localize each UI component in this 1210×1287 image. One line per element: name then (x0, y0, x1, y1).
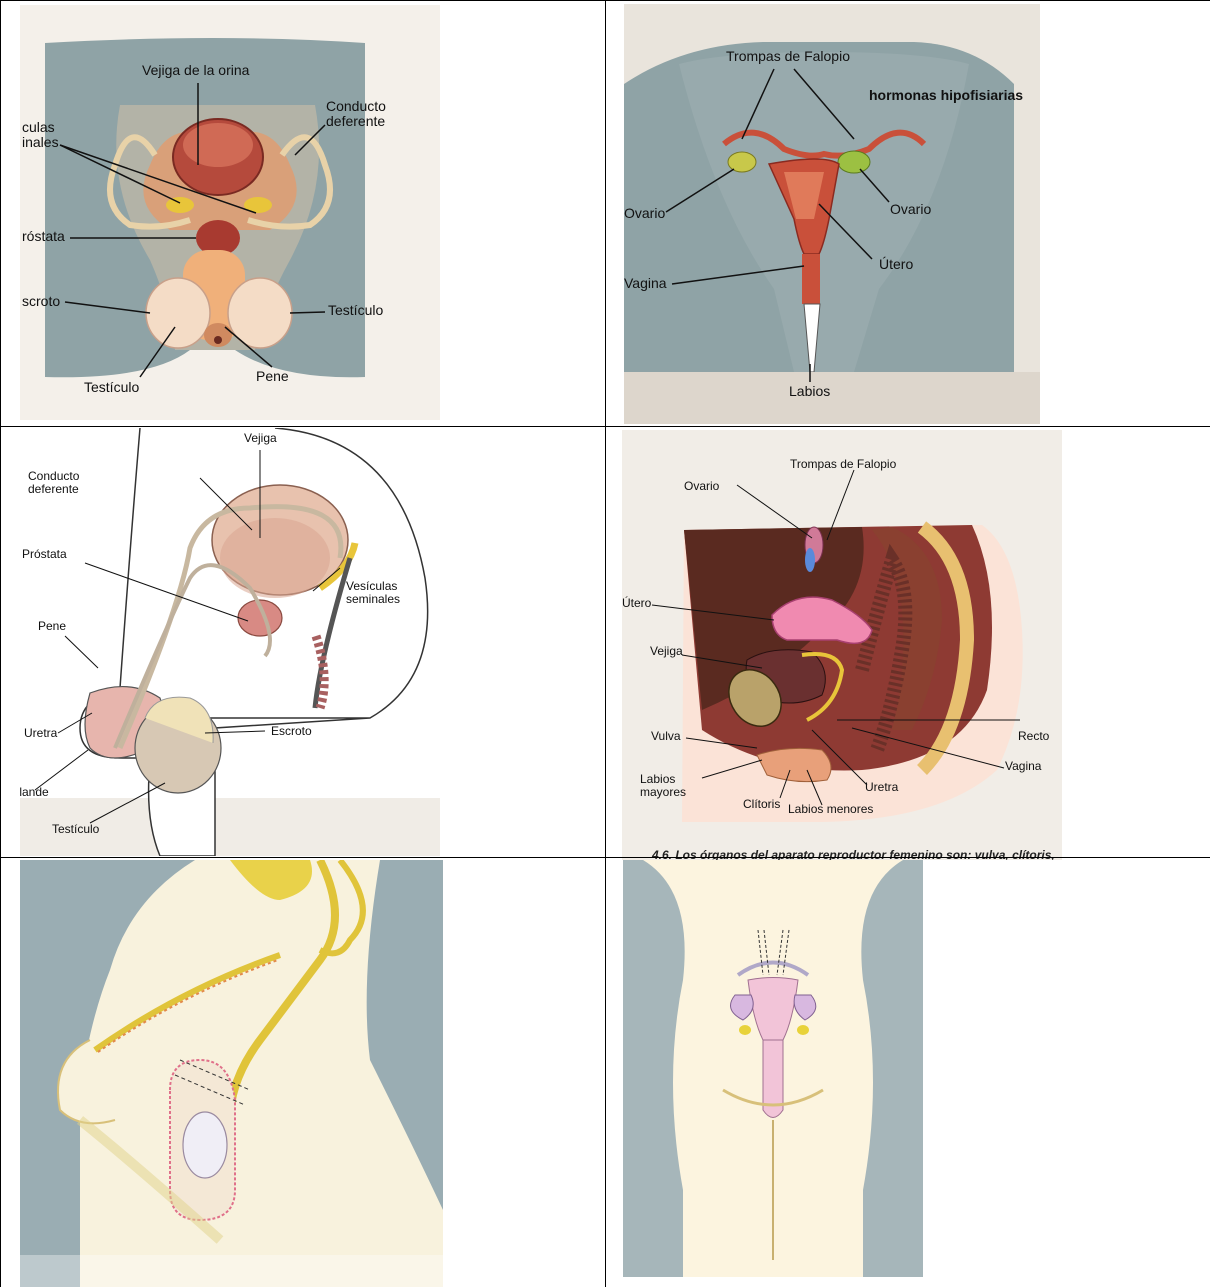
label-uretra-side: Uretra (865, 781, 898, 794)
label-vulva: Vulva (651, 730, 681, 743)
label-escroto-side: Escroto (271, 725, 312, 738)
label-pene-side: Pene (38, 620, 66, 633)
label-prostata: róstata (22, 229, 65, 244)
label-testiculo-left: Testículo (84, 380, 139, 395)
label-testiculo-side: Testículo (52, 823, 99, 836)
label-clitoris: Clítoris (743, 798, 780, 811)
label-utero: Útero (879, 257, 913, 272)
label-pene: Pene (256, 369, 289, 384)
label-prostata-side: Próstata (22, 548, 67, 561)
panel-female-front: Trompas de Falopio hormonas hipofisiaria… (624, 4, 1040, 424)
label-vejiga: Vejiga (244, 432, 277, 445)
male-side-unlabeled-illustration (20, 860, 443, 1287)
label-vagina-side: Vagina (1005, 760, 1041, 773)
grid-line-left (0, 0, 1, 1287)
grid-line-middle (605, 0, 606, 1287)
label-escroto: scroto (22, 294, 60, 309)
label-testiculo-right: Testículo (328, 303, 383, 318)
panel-female-side: Trompas de Falopio Ovario Útero Vejiga V… (622, 430, 1062, 860)
label-ovario-side: Ovario (684, 480, 719, 493)
label-conducto-deferente: Conducto deferente (326, 99, 386, 130)
panel-male-side: Vejiga Conducto deferente Próstata Vesíc… (20, 428, 440, 856)
label-ovario-right: Ovario (890, 202, 931, 217)
female-front-unlabeled-illustration (623, 860, 923, 1277)
label-vagina: Vagina (624, 276, 667, 291)
label-labios-mayores: Labios mayores (640, 773, 686, 799)
panel-female-front-unlabeled (623, 860, 923, 1277)
label-labios: Labios (789, 384, 830, 399)
female-side-illustration (622, 430, 1062, 860)
label-trompas-falopio-side: Trompas de Falopio (790, 458, 896, 471)
panel-male-side-unlabeled (20, 860, 443, 1287)
label-recto: Recto (1018, 730, 1049, 743)
label-conducto-deferente-side: Conducto deferente (28, 470, 79, 496)
label-labios-menores: Labios menores (788, 803, 873, 816)
label-hormonas: hormonas hipofisiarias (869, 88, 1023, 103)
label-trompas-falopio: Trompas de Falopio (726, 49, 850, 64)
label-vesiculas-side: Vesículas seminales (346, 580, 400, 606)
label-vesiculas-seminales: culas inales (22, 120, 59, 151)
label-ovario-left: Ovario (624, 206, 665, 221)
label-utero-side: Útero (622, 597, 651, 610)
male-side-illustration (20, 428, 440, 856)
label-glande: Glande (20, 786, 49, 799)
label-vejiga-side: Vejiga (650, 645, 683, 658)
female-front-illustration (624, 4, 1040, 424)
figure-caption: 4.6. Los órganos del aparato reproductor… (652, 848, 1055, 860)
label-uretra: Uretra (24, 727, 57, 740)
panel-male-front: Vejiga de la orina Conducto deferente cu… (20, 5, 440, 420)
label-vejiga-orina: Vejiga de la orina (142, 63, 249, 78)
